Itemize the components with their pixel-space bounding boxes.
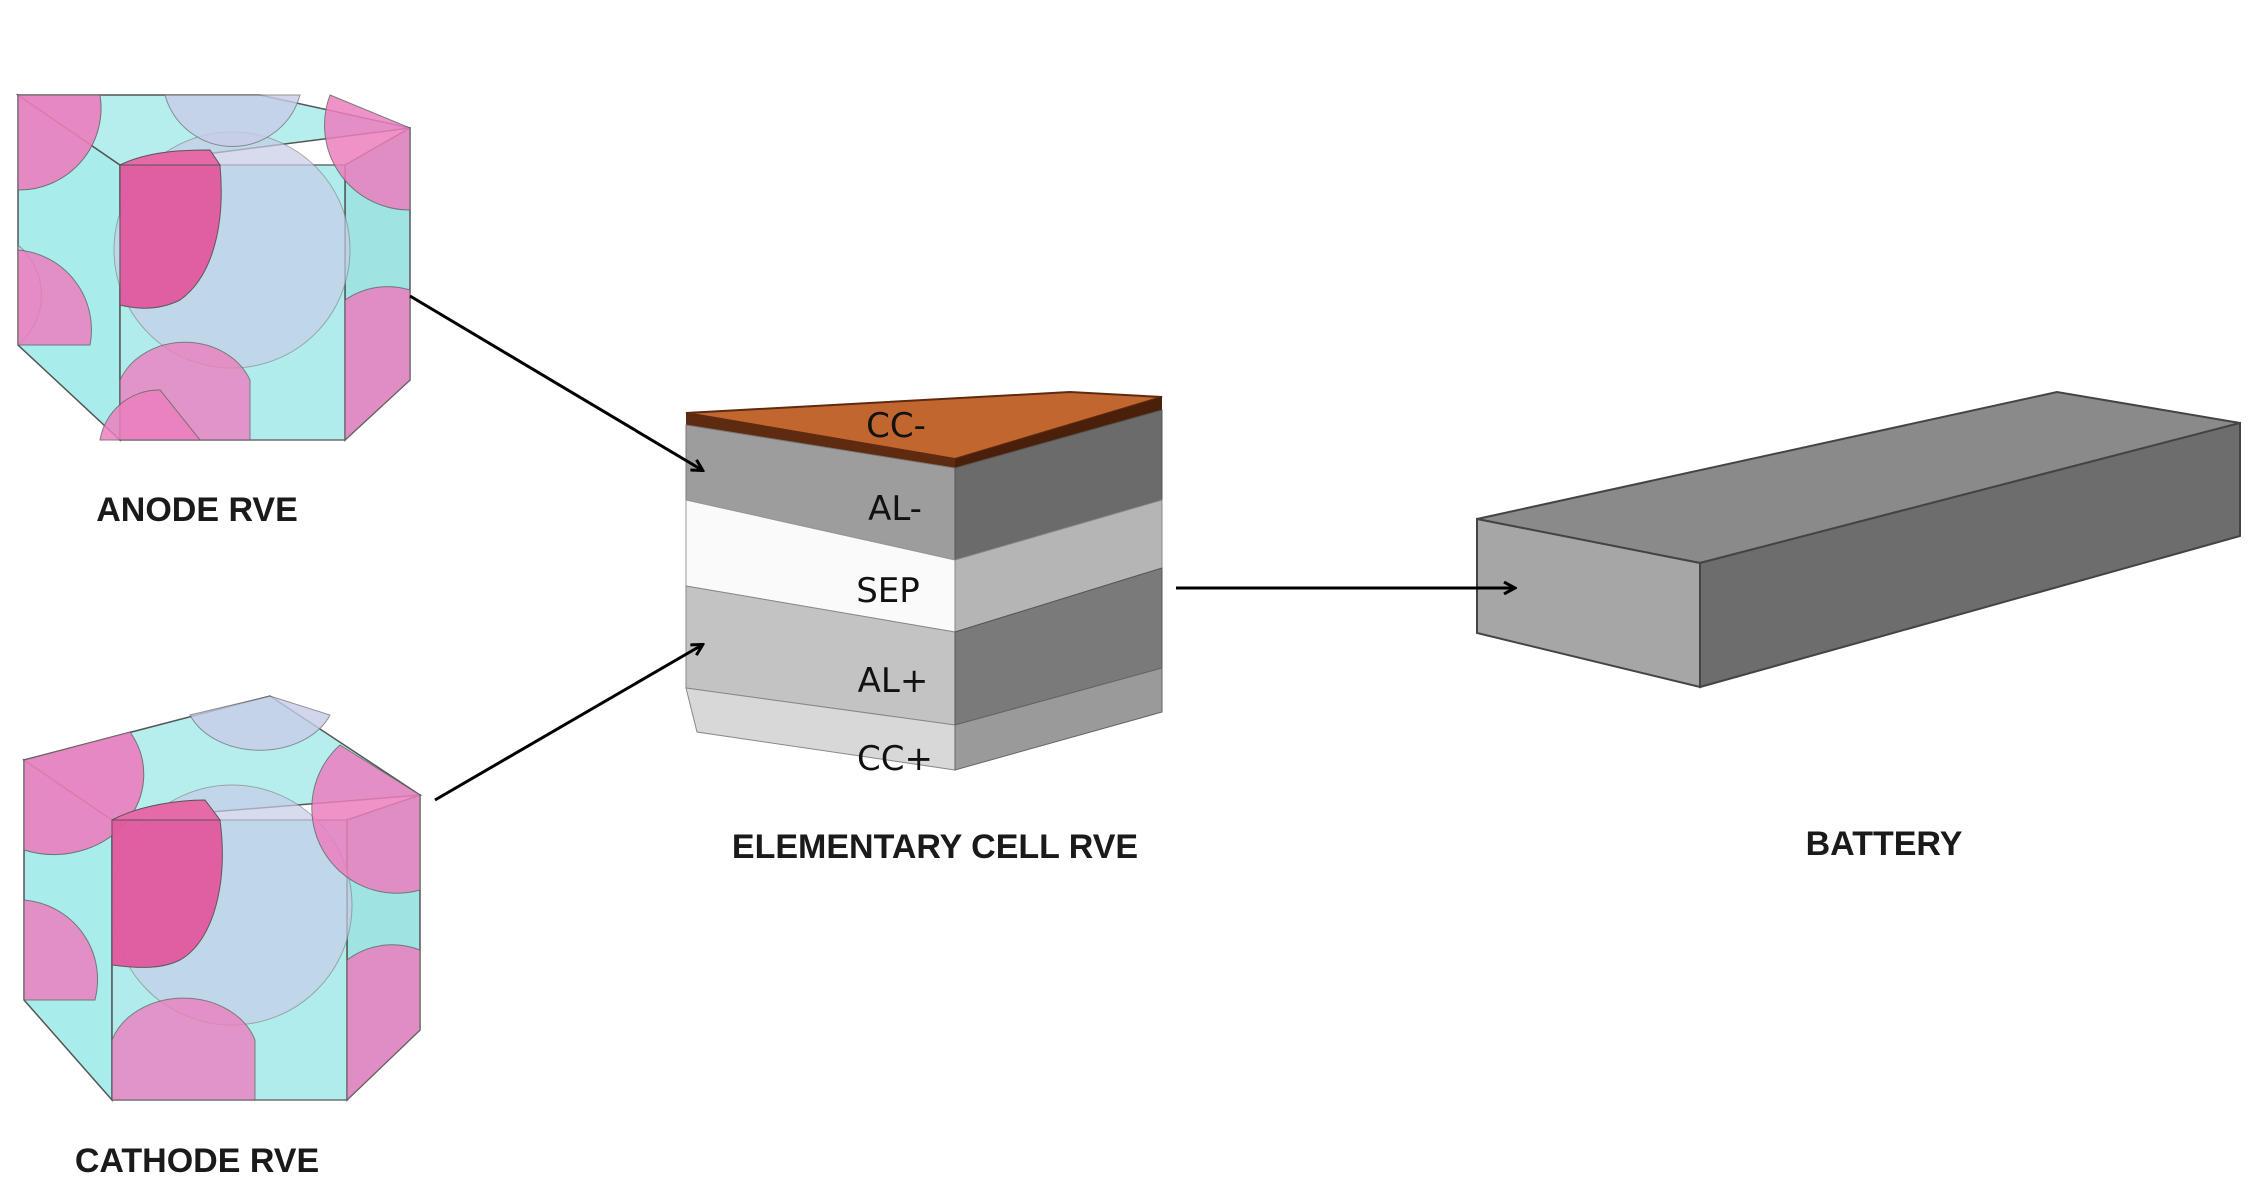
- arrow-cathode-to-cell: [434, 645, 702, 802]
- caption-cathode-rve: CATHODE RVE: [75, 1142, 319, 1180]
- anode-corner-particle: [17, 94, 102, 191]
- layer-label-al-plus: AL+: [858, 661, 929, 701]
- cathode-front-particle: [111, 819, 223, 968]
- battery-block: [1476, 390, 2241, 689]
- layer-label-cc-minus: CC-: [866, 406, 926, 446]
- anode-front-particle: [119, 164, 222, 309]
- cc-plus-side: [954, 667, 1163, 771]
- elementary-cell-stack: CC- AL- SEP AL+ CC+: [685, 390, 1163, 779]
- cc-minus-front-edge: [686, 413, 955, 468]
- caption-anode-rve: ANODE RVE: [96, 491, 298, 529]
- anode-rve-cube: [15, 93, 411, 442]
- layer-label-al-minus: AL-: [868, 489, 922, 529]
- anode-top-back-particle: [164, 94, 301, 147]
- arrow-anode-to-cell: [409, 294, 702, 470]
- layer-label-sep: SEP: [856, 571, 920, 611]
- layer-label-cc-plus: CC+: [857, 739, 933, 779]
- caption-battery: BATTERY: [1806, 825, 1963, 863]
- cc-minus-side-edge: [955, 397, 1162, 468]
- caption-elementary-cell-rve: ELEMENTARY CELL RVE: [732, 828, 1138, 866]
- battery-side-face: [1699, 421, 2241, 689]
- cathode-rve-cube: [22, 695, 423, 1102]
